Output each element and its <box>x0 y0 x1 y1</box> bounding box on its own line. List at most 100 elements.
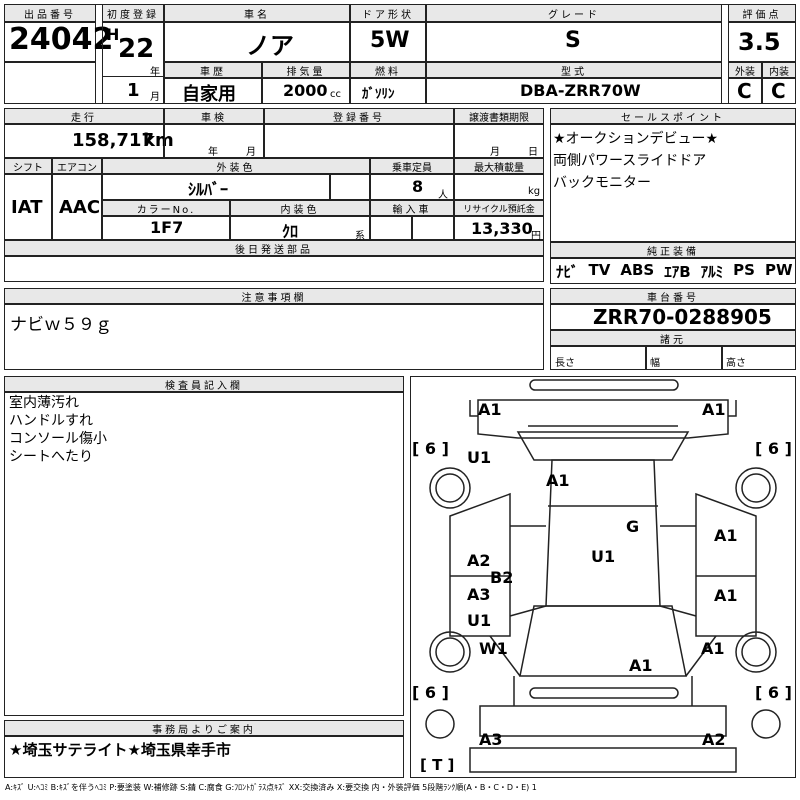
reg-year: 22 <box>118 34 155 64</box>
equipment-item: ｴｱB <box>664 263 691 281</box>
width-label: 幅 <box>650 358 660 369</box>
equipment-list: ﾅﾋﾞ TV ABS ｴｱB ｱﾙﾐ PS PW <box>556 261 793 282</box>
history: 自家用 <box>182 84 236 105</box>
first-reg-divider <box>102 76 164 77</box>
model: DBA-ZRR70W <box>520 81 641 100</box>
equipment-item: ｱﾙﾐ <box>700 263 724 281</box>
inspector-line: 室内薄汚れ <box>9 395 79 411</box>
interior-color-label: 内装色 <box>230 200 370 216</box>
damage-mark: A1 <box>714 526 738 545</box>
later-parts-cell <box>4 256 544 282</box>
score-label: 評価点 <box>728 4 796 22</box>
recycle-cell <box>454 216 544 240</box>
shift-cell <box>4 174 52 240</box>
sales-points-cell <box>550 124 796 242</box>
mileage: 158,717 <box>72 130 154 151</box>
fuel: ｶﾞｿﾘﾝ <box>362 87 395 102</box>
damage-mark: A1 <box>478 400 502 419</box>
lot-blank-cell <box>4 62 96 104</box>
equipment-item: TV <box>588 261 611 279</box>
damage-mark: A3 <box>479 730 503 749</box>
tire-depth-mark: [ 6 ] <box>412 683 449 702</box>
interior-color-unit: 系 <box>355 231 365 242</box>
damage-mark: A2 <box>467 551 491 570</box>
inspector-line: コンソール傷小 <box>9 431 107 447</box>
reg-month: 1 <box>127 80 140 101</box>
later-parts-label: 後日発送部品 <box>4 240 544 256</box>
height-cell <box>722 346 796 370</box>
capacity-cell <box>370 174 454 200</box>
grade-cell <box>426 22 722 62</box>
displacement-unit: cc <box>330 89 341 100</box>
inspector-label: 検査員記入欄 <box>4 376 404 392</box>
recycle-unit: 円 <box>531 231 541 242</box>
damage-mark: B2 <box>490 568 514 587</box>
exterior-label: 外装 <box>728 62 762 78</box>
mileage-label: 走行 <box>4 108 164 124</box>
model-cell <box>426 78 722 104</box>
interior-color-cell <box>230 216 370 240</box>
mileage-cell <box>4 124 164 158</box>
first-reg-label: 初度登録 <box>102 4 164 22</box>
sales-point-line: ★オークションデビュー★ <box>553 131 719 147</box>
import-cell-b <box>412 216 454 240</box>
interior-grade: C <box>771 79 786 103</box>
ac-cell <box>52 174 102 240</box>
door-label: ドア形状 <box>350 4 426 22</box>
exterior-cell <box>728 78 762 104</box>
capacity-label: 乗車定員 <box>370 158 454 174</box>
reg-month-unit: 月 <box>150 92 160 103</box>
office-label: 事務局よりご案内 <box>4 720 404 736</box>
door-cell <box>350 22 426 62</box>
damage-mark: A3 <box>467 585 491 604</box>
office-text: ★埼玉サテライト★埼玉県幸手市 <box>9 741 231 759</box>
registration-cell <box>264 124 454 158</box>
inspector-cell <box>4 392 404 716</box>
inspector-line: シートへたり <box>9 449 93 465</box>
transfer-label: 譲渡書類期限 <box>454 108 544 124</box>
car-name: ノア <box>246 32 294 60</box>
specs-label: 諸元 <box>550 330 796 346</box>
max-load-cell <box>454 174 544 200</box>
color-no-label: カラーNo. <box>102 200 230 216</box>
tire-depth-mark: [ 6 ] <box>755 683 792 702</box>
damage-mark: A1 <box>546 471 570 490</box>
damage-mark: G <box>626 517 640 536</box>
inspection-cell <box>164 124 264 158</box>
equipment-item: ﾅﾋﾞ <box>556 263 579 281</box>
lot-number: 24042 <box>9 22 114 57</box>
exterior-color-label: 外装色 <box>102 158 370 174</box>
office-cell <box>4 736 404 778</box>
registration-label: 登録番号 <box>264 108 454 124</box>
grade: S <box>565 28 581 53</box>
tire-depth-mark: [ 6 ] <box>412 439 449 458</box>
exterior-grade: C <box>737 79 752 103</box>
grade-label: グレード <box>426 4 722 22</box>
color-no: 1F7 <box>150 218 184 237</box>
transfer-month-unit: 月 <box>490 147 500 158</box>
sales-points-list: ★オークションデビュー★ 両側パワースライドドア バックモニター <box>553 128 718 194</box>
chassis-label: 車台番号 <box>550 288 796 304</box>
spare-tire-mark: [ T ] <box>420 756 455 774</box>
equipment-item: ABS <box>620 261 655 279</box>
first-reg-cell <box>102 22 164 104</box>
inspector-line: ハンドルすれ <box>9 413 93 429</box>
tire-depth-mark: [ 6 ] <box>755 439 792 458</box>
fuel-label: 燃料 <box>350 62 426 78</box>
max-load-unit: kg <box>528 186 541 197</box>
equipment-label: 純正装備 <box>550 242 796 258</box>
score: 3.5 <box>738 28 781 56</box>
max-load-label: 最大積載量 <box>454 158 544 174</box>
sales-points-label: セールスポイント <box>550 108 796 124</box>
displacement-label: 排気量 <box>262 62 350 78</box>
length-cell <box>550 346 646 370</box>
notes-cell <box>4 304 544 370</box>
transfer-cell <box>454 124 544 158</box>
sales-point-line: バックモニター <box>553 175 651 191</box>
chassis-cell <box>550 304 796 330</box>
chassis-number: ZRR70-0288905 <box>593 305 772 329</box>
damage-mark: U1 <box>591 547 616 566</box>
transfer-day-unit: 日 <box>528 147 538 158</box>
shift-label: シフト <box>4 158 52 174</box>
interior-label: 内装 <box>762 62 796 78</box>
